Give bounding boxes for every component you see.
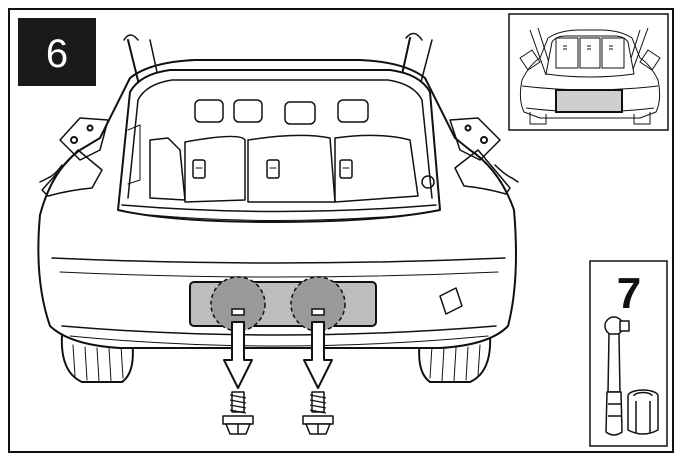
ratchet-wrench-icon (604, 316, 630, 436)
car-rear-view (37, 32, 519, 383)
socket-icon (627, 389, 659, 435)
tool-size-label: 7 (617, 269, 641, 318)
inset-overview (508, 13, 669, 131)
inset-plate-highlight (555, 89, 623, 113)
step-number: 6 (46, 32, 68, 76)
license-plate-area (189, 276, 377, 332)
step-badge: 6 (18, 18, 96, 86)
trunk-opening (117, 69, 441, 223)
bolt-icon (222, 391, 334, 435)
down-arrow-icon (223, 321, 333, 389)
right-bolt-slot (311, 308, 325, 316)
left-tail-light (41, 149, 103, 197)
left-bolt-slot (231, 308, 245, 316)
right-tail-light (454, 149, 511, 195)
tool-panel: 7 (589, 260, 668, 447)
